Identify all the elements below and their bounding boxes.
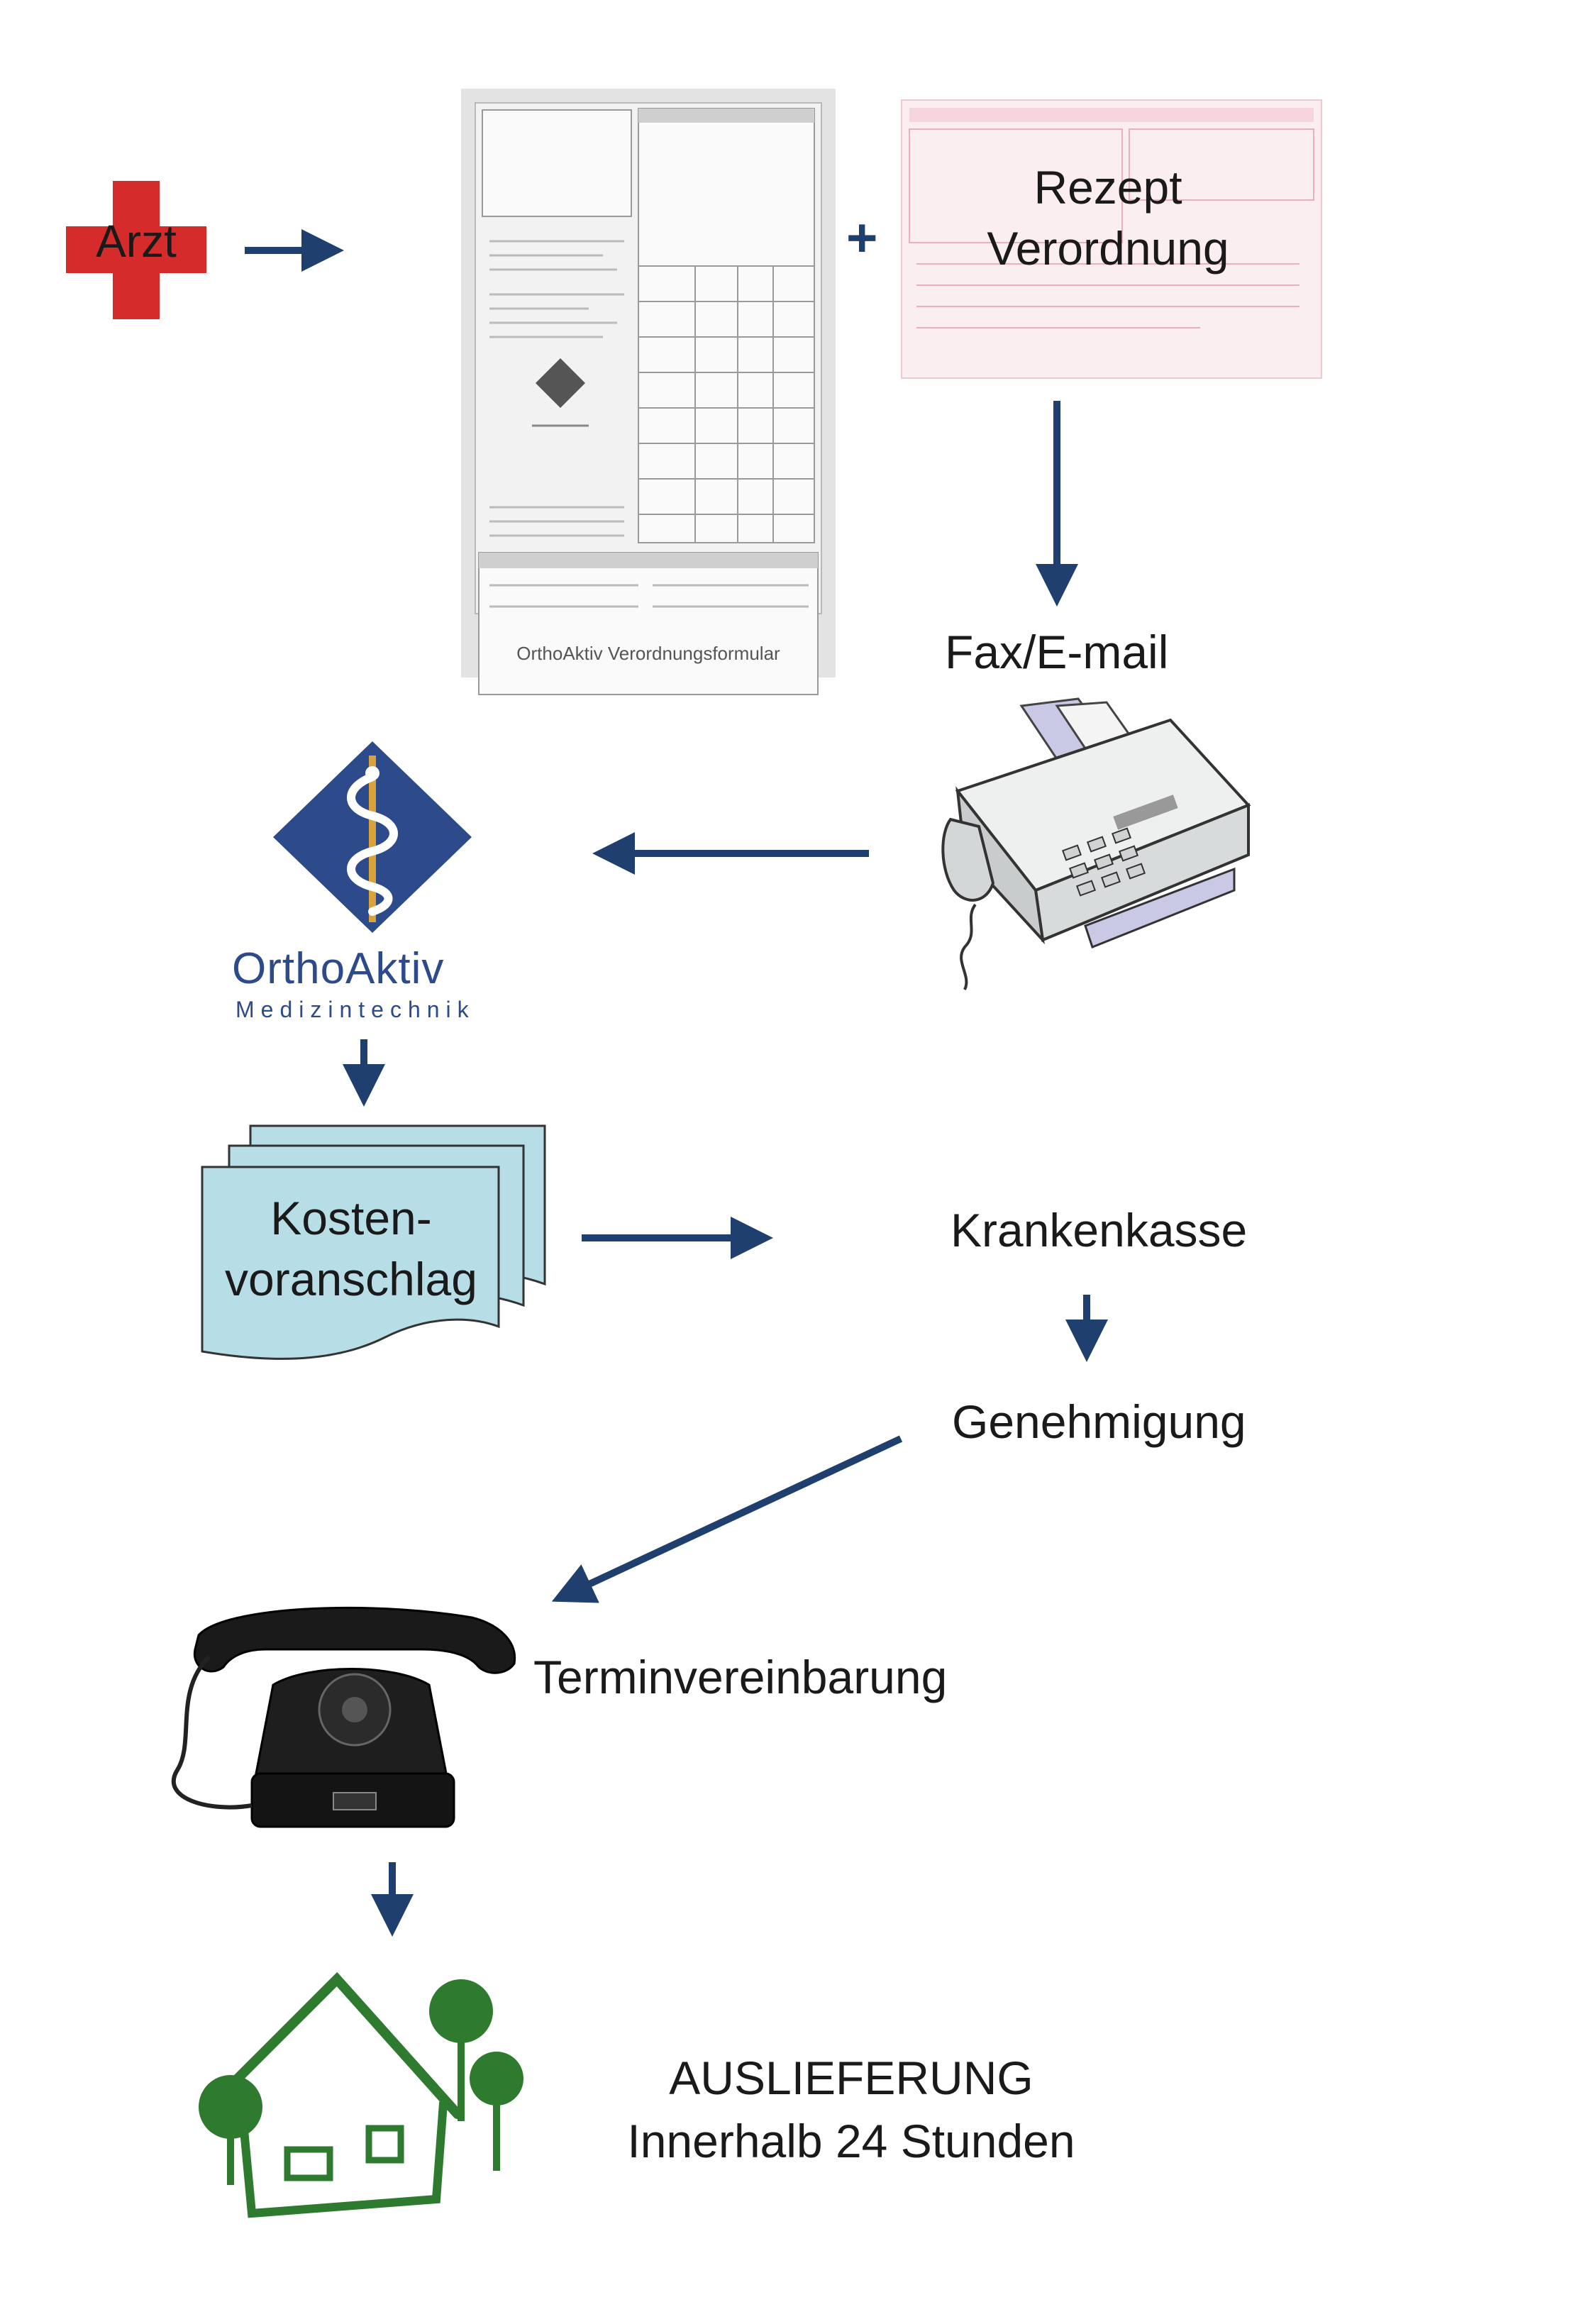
kostenvoranschlag-line1: Kosten-: [270, 1192, 432, 1244]
kostenvoranschlag-line2: voranschlag: [225, 1252, 477, 1305]
rezept-line1: Rezept: [1033, 161, 1182, 214]
house-drawing-icon: [199, 1971, 523, 2218]
telephone-icon: [171, 1606, 516, 1828]
kostenvoranschlag-documents-icon: [201, 1124, 546, 1360]
fax-machine-icon: [941, 697, 1251, 990]
rezept-prescription: Rezept Verordnung: [901, 99, 1322, 379]
plus-sign: +: [846, 208, 878, 268]
terminvereinbarung-label: Terminvereinbarung: [533, 1651, 948, 1703]
genehmigung-label: Genehmigung: [952, 1395, 1246, 1448]
rezept-line2: Verordnung: [987, 221, 1229, 275]
auslieferung-line1: AUSLIEFERUNG: [669, 2052, 1033, 2104]
fax-label: Fax/E-mail: [945, 626, 1169, 678]
prescription-sketch: [909, 108, 1314, 328]
arrow-genehmigung-to-telefon: [551, 1435, 903, 1603]
orthoaktiv-logo: OrthoAktiv Medizintechnik: [227, 738, 525, 1029]
arzt-label: Arzt: [96, 216, 177, 267]
form-caption: OrthoAktiv Verordnungsformular: [516, 643, 780, 664]
krankenkasse-label: Krankenkasse: [951, 1204, 1248, 1256]
caduceus-diamond-icon: [273, 741, 472, 933]
auslieferung-line2: Innerhalb 24 Stunden: [627, 2115, 1075, 2168]
logo-sub: Medizintechnik: [235, 997, 475, 1022]
arzt-cross-icon: Arzt: [66, 181, 206, 319]
verordnungsformular-document: OrthoAktiv Verordnungsformular: [461, 89, 836, 695]
logo-name: OrthoAktiv: [232, 944, 445, 993]
form-sketch: [475, 102, 822, 695]
